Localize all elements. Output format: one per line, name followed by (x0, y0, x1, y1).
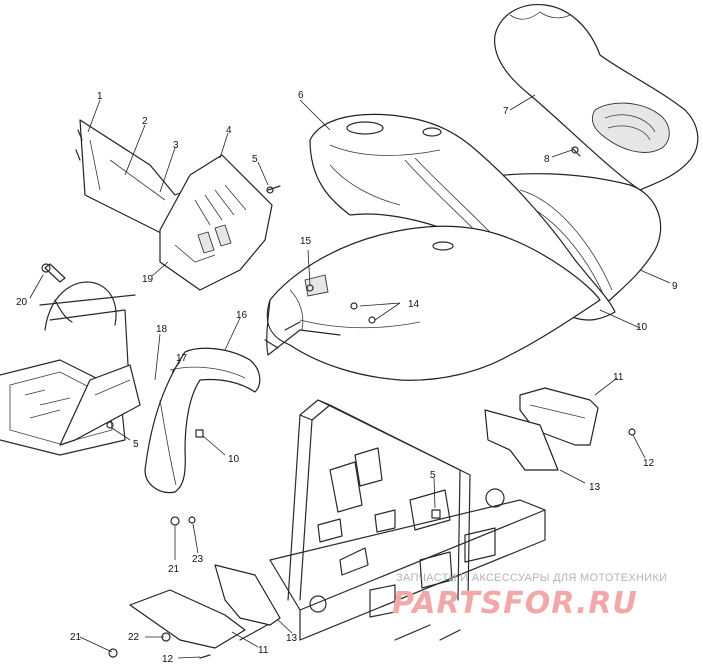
right-bracket-assembly (484, 387, 599, 471)
fender-flap (144, 347, 261, 494)
frame-assembly (239, 399, 546, 641)
callout-3: 3 (173, 140, 179, 151)
watermark-logo: PARTSFOR.RU (392, 586, 638, 621)
callout-2: 2 (142, 116, 148, 127)
callout-8: 8 (544, 154, 550, 165)
callout-13-right: 13 (589, 482, 601, 493)
callout-17: 17 (176, 353, 188, 364)
callout-13-bottom: 13 (286, 633, 298, 644)
callout-23: 23 (192, 554, 204, 565)
callout-5: 5 (252, 154, 258, 165)
left-body-section (0, 281, 136, 456)
callout-10: 10 (636, 322, 648, 333)
callout-11-bottom: 11 (258, 645, 269, 656)
callout-4: 4 (226, 125, 232, 136)
callout-7: 7 (503, 106, 509, 117)
callout-22: 22 (128, 632, 140, 643)
callout-19: 19 (142, 274, 154, 285)
callout-1: 1 (97, 91, 103, 102)
callout-21-bottom: 21 (70, 632, 82, 643)
callout-15: 15 (300, 236, 312, 247)
callout-9: 9 (672, 281, 678, 292)
callout-5-center: 5 (430, 470, 436, 481)
side-panel-inner (159, 154, 273, 291)
seat (493, 3, 699, 191)
callout-11-right: 11 (613, 372, 624, 383)
fasteners (41, 146, 636, 659)
lower-bracket-assembly (129, 564, 281, 649)
callout-14: 14 (408, 299, 420, 310)
callout-6: 6 (298, 90, 304, 101)
callout-20: 20 (16, 297, 28, 308)
callout-12-right: 12 (643, 458, 655, 469)
callout-12-bottom: 12 (162, 654, 174, 664)
callout-5-left: 5 (133, 439, 139, 450)
callout-21: 21 (168, 564, 180, 575)
leader-lines (29, 94, 671, 659)
callout-16: 16 (236, 310, 248, 321)
watermark: ЗАПЧАСТИ И АКСЕССУАРЫ ДЛЯ МОТОТЕХНИКИ PA… (392, 572, 667, 621)
callout-labels: 1 2 3 4 5 6 7 8 9 10 15 14 16 18 17 19 2… (16, 90, 678, 664)
watermark-subtitle: ЗАПЧАСТИ И АКСЕССУАРЫ ДЛЯ МОТОТЕХНИКИ (396, 572, 667, 584)
callout-10-left: 10 (228, 454, 240, 465)
callout-18: 18 (156, 324, 168, 335)
